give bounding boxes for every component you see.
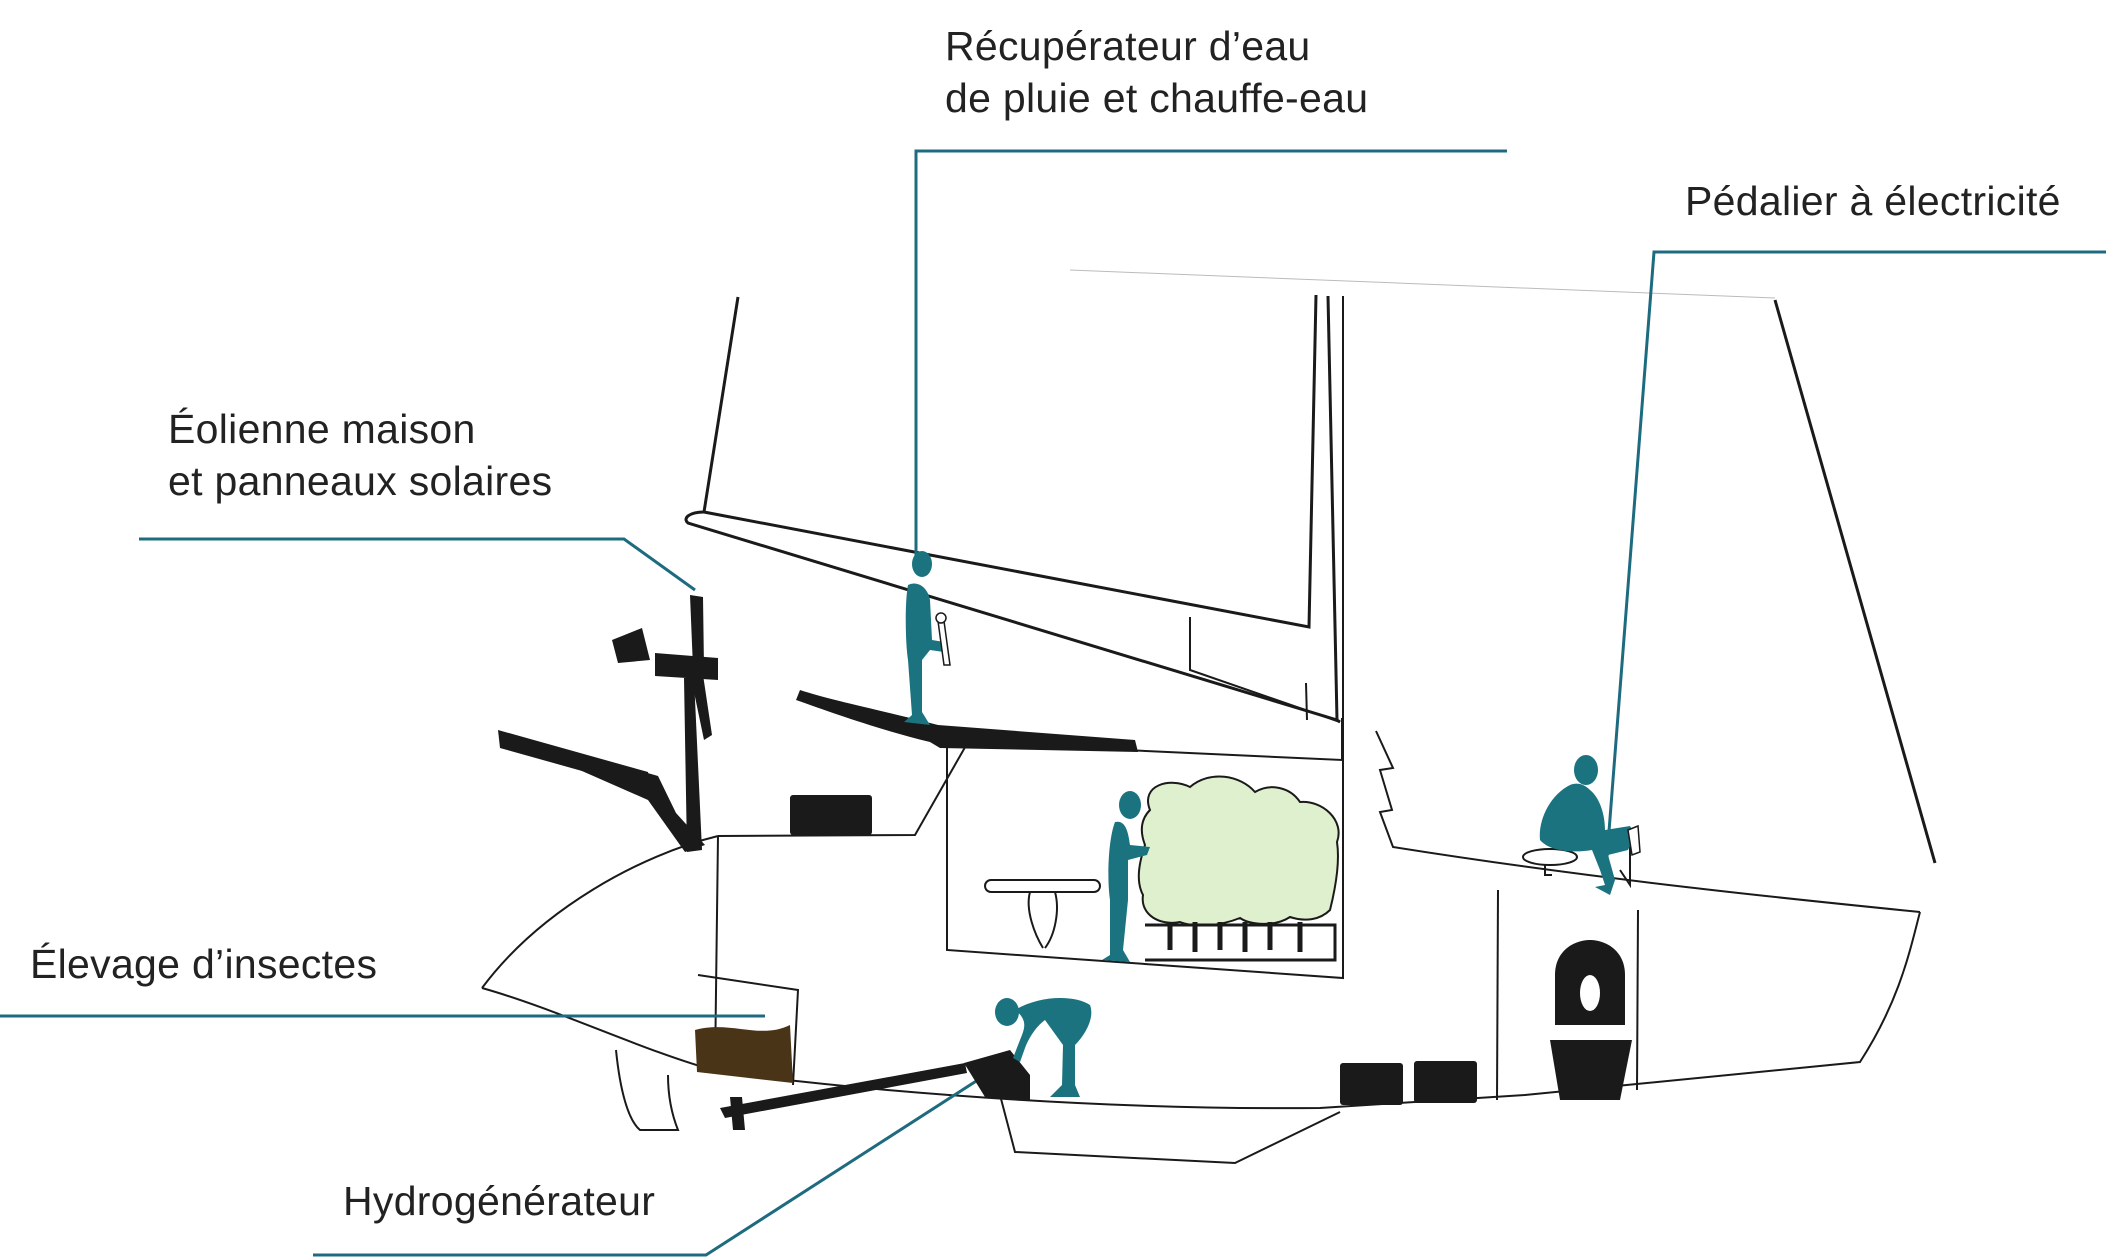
table-leg [1027, 891, 1058, 949]
label-pedal-line: Pédalier à électricité [1685, 178, 2061, 224]
toilet-base [1550, 1040, 1632, 1100]
leader-hydro [313, 1056, 1013, 1257]
label-water-line-2: de pluie et chauffe-eau [945, 75, 1369, 121]
label-wind-line-2: et panneaux solaires [168, 458, 553, 504]
hydrogenerator-body [964, 1050, 1030, 1100]
leader-water [914, 149, 1507, 562]
hydrogenerator-shaft [720, 1063, 967, 1118]
keel [999, 1094, 1341, 1165]
boom-line [684, 510, 1341, 724]
pedal-seat-cushion [1522, 848, 1578, 866]
table [984, 879, 1101, 949]
person-pedal-head [1574, 755, 1598, 785]
bulkhead-3 [1636, 909, 1639, 1091]
garden-stems [1167, 922, 1303, 952]
rudder [615, 1049, 680, 1131]
deck-line-front [717, 741, 969, 837]
leader-lines [0, 149, 2106, 1257]
person-garden-head [1119, 791, 1141, 819]
turbine-blade-top [690, 595, 704, 668]
insect-box-frame [697, 974, 800, 1086]
toilet-opening [1580, 975, 1600, 1011]
deck-rear [1375, 730, 1921, 913]
label-wind-line-1: Éolienne maison [168, 406, 476, 452]
label-pedal-generator: Pédalier à électricité [1685, 175, 2061, 227]
mast-line [1326, 295, 1339, 721]
person-hydro-body [1013, 998, 1092, 1097]
bulkhead-2 [1496, 889, 1499, 1101]
sails [684, 269, 1937, 864]
jib-sail-outline [1773, 299, 1937, 864]
cabin-box [946, 740, 1344, 980]
water-collector-board [796, 690, 1138, 752]
insect-farm [695, 1025, 793, 1083]
pedal-generator-device [1627, 824, 1641, 857]
person-water-body [904, 583, 944, 725]
garden [1137, 775, 1340, 962]
label-insect-line: Élevage d’insectes [30, 941, 378, 987]
person-pedal-body [1539, 783, 1635, 895]
bow-lower-curve [481, 987, 721, 1073]
top-stay [1069, 269, 1776, 299]
leader-wind [139, 537, 696, 592]
label-hydro-line: Hydrogénérateur [343, 1178, 656, 1224]
person-hydro-head [995, 998, 1019, 1026]
hydrogenerator-propeller [730, 1097, 745, 1130]
turbine-hub [655, 653, 718, 680]
rigging-line [1305, 682, 1308, 721]
main-sail-outline [702, 294, 1318, 629]
person-water-tool-knob [935, 612, 947, 624]
deck-equipment [720, 690, 1632, 1130]
water-tank-left [1340, 1063, 1403, 1105]
wind-turbine [498, 595, 718, 852]
turbine-pole [684, 678, 702, 852]
label-insect-farm: Élevage d’insectes [30, 938, 377, 990]
label-wind-solar: Éolienne maison et panneaux solaires [168, 403, 552, 507]
table-top [984, 879, 1101, 893]
solar-panel [498, 730, 650, 790]
crew [904, 551, 1635, 1097]
leader-pedal [1605, 250, 2106, 858]
garden-planter [1145, 923, 1337, 962]
person-garden-body [1102, 821, 1150, 962]
cockpit-post [1189, 617, 1341, 723]
label-water-line-1: Récupérateur d’eau [945, 23, 1311, 69]
turbine-blade-bottom [689, 668, 712, 740]
turbine-tail [612, 628, 650, 663]
deck-crate [790, 795, 872, 835]
solar-arm [500, 733, 705, 852]
garden-foliage [1137, 775, 1340, 927]
label-water-collector: Récupérateur d’eau de pluie et chauffe-e… [945, 20, 1368, 124]
person-water-head [912, 551, 932, 577]
label-hydrogenerator: Hydrogénérateur [343, 1175, 655, 1227]
bow-upper-curve [481, 835, 719, 989]
water-tank-right [1414, 1061, 1477, 1103]
